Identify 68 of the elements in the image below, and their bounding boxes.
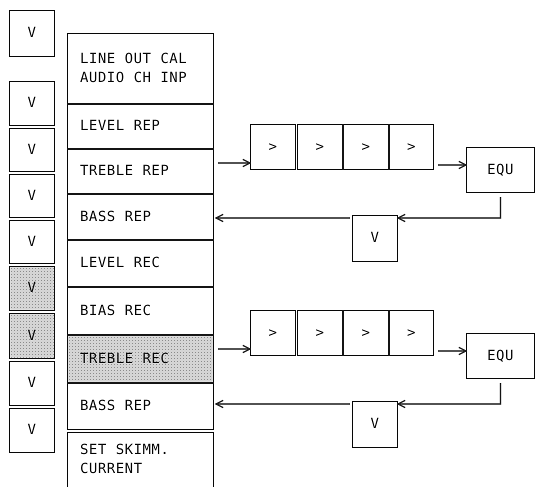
box-label: V xyxy=(28,279,36,298)
box-label: BASS REP xyxy=(80,397,152,416)
display-box xyxy=(9,10,55,57)
arrow xyxy=(218,158,251,168)
box-label: > xyxy=(316,138,324,156)
box-label: TREBLE REP xyxy=(80,162,170,181)
menu-row xyxy=(67,240,214,287)
box-label: V xyxy=(370,229,380,248)
indicator-box xyxy=(9,220,55,264)
box-label: SET SKIMM. CURRENT xyxy=(80,441,170,479)
step-box xyxy=(297,124,343,170)
menu-row xyxy=(67,383,214,430)
menu-row xyxy=(67,194,214,240)
value-box xyxy=(352,215,398,262)
menu-row xyxy=(67,104,214,149)
arrow xyxy=(397,383,502,408)
step-box xyxy=(297,310,343,356)
menu-row xyxy=(67,432,214,487)
box-label: V xyxy=(28,186,36,206)
step-box xyxy=(343,124,389,170)
box-label: > xyxy=(362,138,370,156)
step-box xyxy=(389,124,434,170)
box-label: > xyxy=(316,324,324,342)
equalizer-box xyxy=(466,147,535,193)
box-label: BIAS REC xyxy=(80,302,152,320)
step-box xyxy=(343,310,389,356)
box-label: V xyxy=(28,24,36,43)
menu-row xyxy=(67,33,214,104)
arrow xyxy=(438,160,467,170)
equalizer-box xyxy=(466,333,535,379)
arrow xyxy=(438,346,467,356)
box-label: LEVEL REC xyxy=(80,254,160,273)
arrow xyxy=(397,197,502,222)
menu-row xyxy=(67,287,214,335)
indicator-box xyxy=(9,174,55,218)
box-label: V xyxy=(370,415,380,434)
indicator-box xyxy=(9,81,55,126)
box-label: BASS REP xyxy=(80,208,152,226)
step-box xyxy=(250,124,296,170)
box-label: LEVEL REP xyxy=(80,117,160,136)
box-label: LINE OUT CAL AUDIO CH INP xyxy=(80,50,188,88)
box-label: > xyxy=(268,324,278,342)
indicator-box xyxy=(9,128,55,172)
box-label: > xyxy=(407,138,416,156)
box-label: EQU xyxy=(487,346,514,366)
box-label: V xyxy=(28,232,36,252)
box-label: V xyxy=(28,94,36,113)
box-label: > xyxy=(268,138,278,156)
indicator-box xyxy=(9,361,55,406)
menu-row xyxy=(67,149,214,194)
arrow xyxy=(215,214,350,222)
box-label: > xyxy=(407,324,416,342)
menu-row xyxy=(67,335,214,383)
indicator-box xyxy=(9,266,55,311)
box-label: TREBLE REC xyxy=(80,350,170,368)
step-box xyxy=(389,310,434,356)
arrow xyxy=(215,400,350,408)
box-label: V xyxy=(28,421,36,440)
indicator-box xyxy=(9,408,55,453)
box-label: V xyxy=(28,374,36,393)
value-box xyxy=(352,401,398,448)
box-label: V xyxy=(28,326,36,346)
box-label: > xyxy=(362,324,370,342)
indicator-box xyxy=(9,313,55,359)
step-box xyxy=(250,310,296,356)
arrow xyxy=(218,344,251,354)
box-label: V xyxy=(28,140,36,160)
box-label: EQU xyxy=(487,160,514,180)
